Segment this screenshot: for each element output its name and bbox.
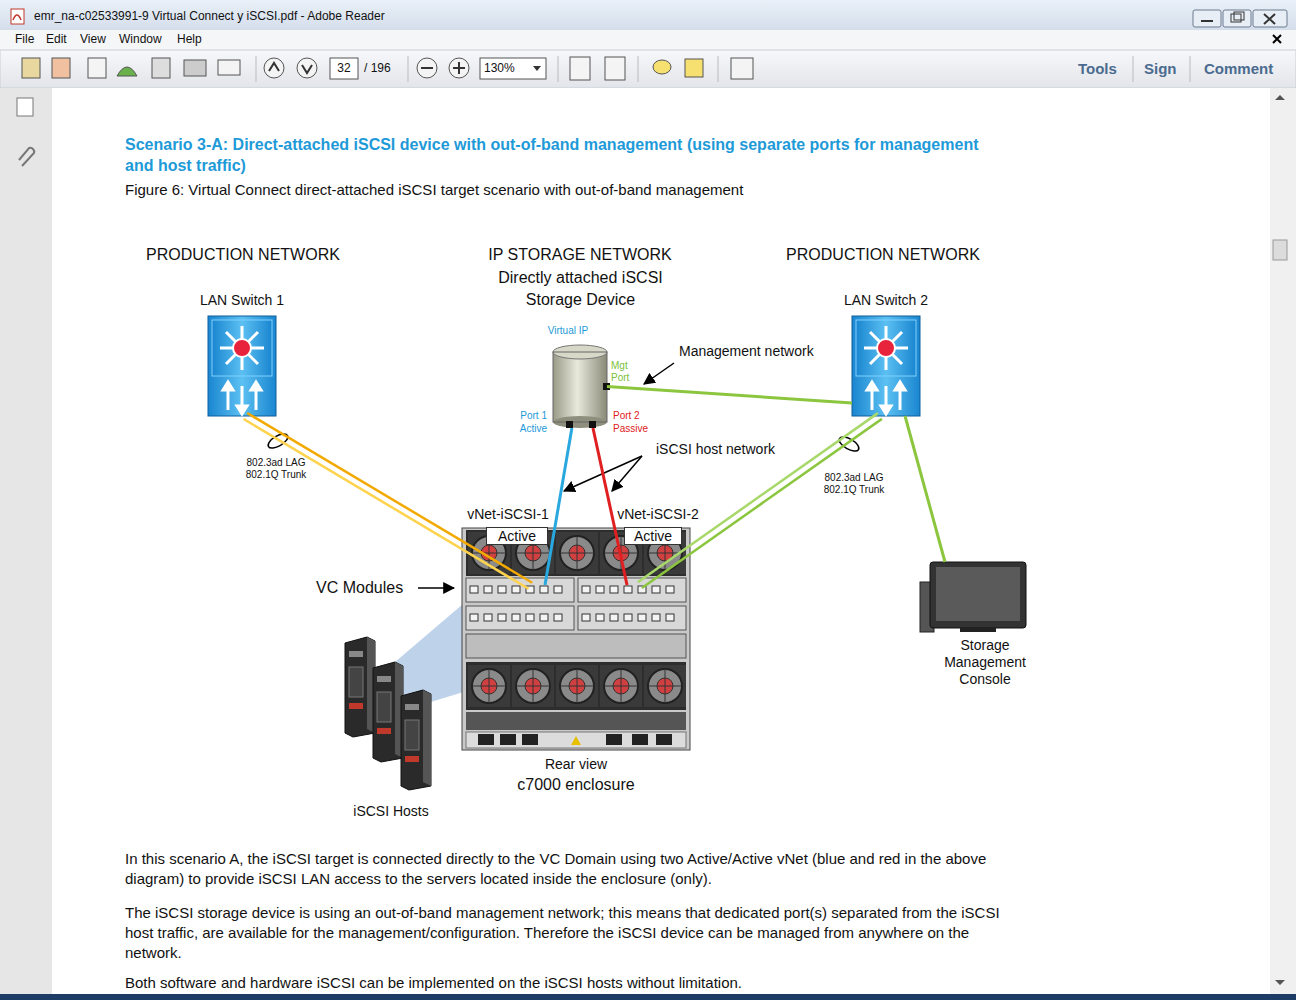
- node-label: Storage Management Console: [935, 637, 1035, 688]
- toolbar-tab: Tools: [1078, 60, 1117, 79]
- close-doc: [1273, 35, 1281, 43]
- window-buttons: [1193, 10, 1287, 27]
- link-label: 802.3ad LAG 802.1Q Trunk: [231, 457, 321, 481]
- node-label: Directly attached iSCSI Storage Device: [498, 267, 663, 311]
- node-label: vNet-iSCSI-2: [608, 506, 708, 524]
- iscsi-hosts: iSCSI Hosts: [345, 635, 433, 795]
- page-number: 32: [330, 61, 358, 76]
- menu-item: Edit: [46, 32, 67, 47]
- node-label: iSCSI Hosts: [341, 803, 441, 821]
- node-label: LAN Switch 1: [168, 292, 316, 310]
- blade-servers: [345, 637, 431, 790]
- menu-item: View: [80, 32, 106, 47]
- link-cable: [545, 428, 572, 585]
- menu-bar: [0, 30, 1296, 50]
- nav-panel: [0, 88, 52, 998]
- switch-icon: [852, 316, 920, 416]
- storage-cylinder: [553, 345, 610, 428]
- menu-item: File: [15, 32, 34, 47]
- node-label: Port 1 Active: [507, 409, 547, 435]
- link-cable: [905, 416, 945, 562]
- scrollbar: [1270, 88, 1296, 998]
- callout-label: Management network: [679, 343, 814, 361]
- body-paragraph: The iSCSI storage device is using an out…: [125, 903, 1005, 963]
- attach-icon: [19, 148, 34, 166]
- node-label: IP STORAGE NETWORK: [460, 245, 700, 265]
- network-heading: PRODUCTION NETWORK: [133, 245, 353, 265]
- body-paragraph: In this scenario A, the iSCSI target is …: [125, 849, 1005, 889]
- title-bar: [0, 0, 1296, 30]
- body-paragraph: Both software and hardware iSCSI can be …: [125, 974, 1005, 992]
- taskbar: [0, 994, 1296, 1000]
- toolbar-icons: [22, 56, 1190, 82]
- storage-console: Storage Management Console: [926, 562, 1026, 634]
- storage-console: [920, 562, 1026, 632]
- callout-arrow: [418, 363, 674, 588]
- toolbar: [0, 50, 1296, 88]
- node-label: Active: [486, 527, 548, 545]
- page-count: / 196: [364, 61, 391, 76]
- link-cable: [244, 413, 533, 589]
- node-label: Virtual IP: [543, 325, 593, 338]
- node-label: LAN Switch 2: [812, 292, 960, 310]
- link-cable: [638, 413, 882, 588]
- callout-label: VC Modules: [316, 578, 403, 598]
- node-label: Active: [624, 527, 682, 545]
- switch-icon: [208, 316, 276, 416]
- lan-switch: LAN Switch 2: [852, 316, 920, 416]
- figure-caption: Figure 6: Virtual Connect direct-attache…: [125, 181, 743, 200]
- menu-item: Window: [119, 32, 162, 47]
- node-label: vNet-iSCSI-1: [458, 506, 558, 524]
- node-label: c7000 enclosure: [496, 775, 656, 795]
- toolbar-tab: Sign: [1144, 60, 1177, 79]
- node-label: Rear view: [516, 756, 636, 774]
- network-heading: PRODUCTION NETWORK: [773, 245, 993, 265]
- link-label: 802.3ad LAG 802.1Q Trunk: [809, 472, 899, 496]
- node-label: Mgt Port: [611, 360, 637, 384]
- pages-icon: [17, 98, 33, 116]
- vc-module-ports: [470, 586, 674, 621]
- lan-switch: LAN Switch 1: [208, 316, 276, 416]
- link-cable: [607, 387, 852, 404]
- section-title: Scenario 3-A: Direct-attached iSCSI devi…: [125, 134, 1005, 176]
- menu-item: Help: [177, 32, 202, 47]
- toolbar-tab: Comment: [1204, 60, 1273, 79]
- node-label: Port 2 Passive: [613, 409, 655, 435]
- app-icon: [11, 9, 24, 24]
- window-title: emr_na-c02533991-9 Virtual Connect y iSC…: [34, 9, 385, 24]
- zoom-level: 130%: [484, 61, 515, 76]
- callout-label: iSCSI host network: [656, 441, 775, 459]
- c7000-enclosure: vNet-iSCSI-1ActivevNet-iSCSI-2ActiveRear…: [462, 525, 690, 750]
- iscsi-storage: IP STORAGE NETWORKDirectly attached iSCS…: [553, 345, 607, 428]
